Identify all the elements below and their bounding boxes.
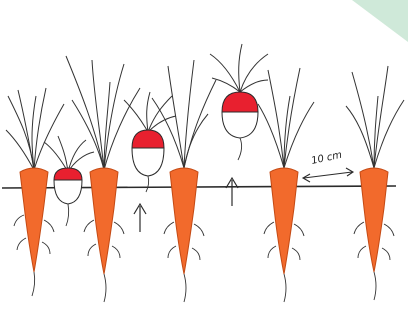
radish-1-bottom [54, 180, 82, 204]
radish-2-top [132, 130, 164, 148]
radish-1 [44, 136, 94, 226]
radish-2-taproot [146, 176, 149, 192]
carrot-1-root [20, 168, 48, 272]
radish-3-leaves [210, 44, 268, 92]
carrot-2-root [90, 168, 118, 274]
corner-tab [352, 0, 408, 42]
carrot-5 [346, 66, 404, 300]
carrot-4 [258, 68, 314, 302]
radish-1-top [54, 168, 82, 180]
carrot-4-leaves [258, 68, 314, 168]
radish-2-bottom [132, 148, 164, 176]
radish-3-bottom [222, 112, 258, 138]
up-arrow-icon [226, 178, 238, 206]
radish-3-taproot [238, 138, 242, 160]
radish-3-top [222, 92, 258, 112]
spacing-annotation: 10 cm [303, 150, 353, 182]
carrot-3-root [170, 168, 198, 274]
carrot-5-leaves [346, 66, 404, 168]
double-arrow-icon [303, 168, 353, 182]
radish-2 [124, 92, 176, 192]
radish-1-taproot [66, 204, 69, 226]
up-arrow-icon [134, 204, 146, 232]
spacing-label: 10 cm [310, 150, 343, 167]
carrot-1-leaves [6, 88, 64, 170]
radish-1-leaves [44, 136, 94, 172]
carrot-3 [152, 60, 216, 302]
radish-3 [210, 44, 268, 160]
carrot-2-leaves [66, 56, 140, 170]
carrot-5-root [360, 168, 388, 272]
carrot-4-root [270, 168, 298, 274]
